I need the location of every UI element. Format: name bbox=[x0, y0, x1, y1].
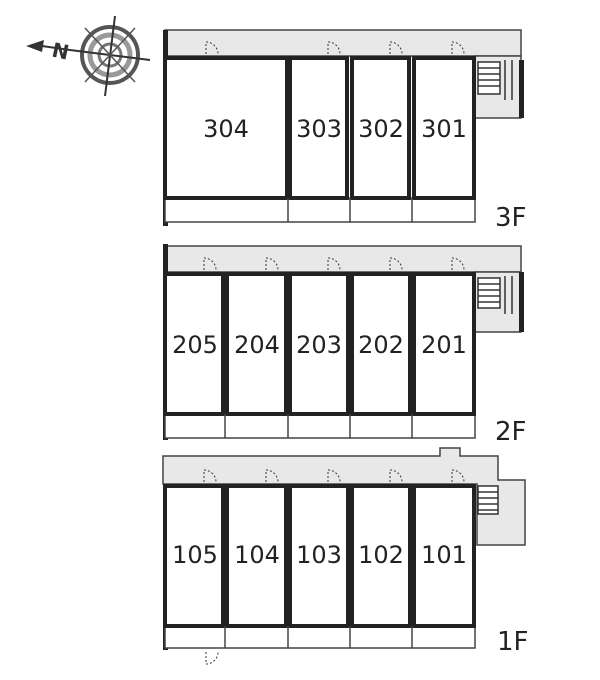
compass-middle-ring bbox=[87, 32, 133, 78]
compass-north-letter: N bbox=[50, 38, 71, 65]
unit-105-room bbox=[163, 484, 225, 628]
floor-3f: 304 303 302 301 3F bbox=[163, 29, 527, 233]
stairs-icon bbox=[477, 60, 513, 100]
stairs-icon bbox=[477, 276, 513, 314]
floor-label-2f: 2F bbox=[495, 417, 527, 447]
balcony-1f bbox=[164, 625, 476, 649]
unit-304-room bbox=[163, 56, 289, 200]
unit-label: 103 bbox=[296, 541, 342, 569]
floor-label-3f: 3F bbox=[495, 203, 527, 233]
unit-204-room bbox=[225, 272, 288, 416]
unit-205-room bbox=[163, 272, 225, 416]
unit-label: 203 bbox=[296, 331, 342, 359]
stairs-icon bbox=[477, 485, 499, 515]
unit-label: 104 bbox=[234, 541, 280, 569]
door-icon bbox=[203, 257, 465, 271]
unit-303-room bbox=[288, 56, 349, 200]
compass-inner-ring bbox=[97, 42, 123, 68]
unit-202-room bbox=[350, 272, 412, 416]
floor-1f: 105 104 103 102 101 1F bbox=[162, 447, 529, 665]
corridor-1f bbox=[162, 447, 526, 546]
unit-label: 303 bbox=[296, 115, 342, 143]
unit-103-room bbox=[288, 484, 350, 628]
compass-outer-ring bbox=[80, 25, 140, 85]
unit-101-room bbox=[412, 484, 476, 628]
balcony-2f bbox=[164, 413, 476, 439]
unit-label: 302 bbox=[358, 115, 404, 143]
corridor-3f bbox=[164, 29, 522, 57]
unit-label: 101 bbox=[421, 541, 467, 569]
floor-label-1f: 1F bbox=[497, 627, 529, 657]
unit-label: 205 bbox=[172, 331, 218, 359]
unit-label: 304 bbox=[203, 115, 249, 143]
unit-label: 201 bbox=[421, 331, 467, 359]
door-icon bbox=[203, 469, 465, 665]
unit-201-room bbox=[412, 272, 476, 416]
unit-label: 105 bbox=[172, 541, 218, 569]
unit-104-room bbox=[225, 484, 288, 628]
unit-label: 102 bbox=[358, 541, 404, 569]
unit-label: 204 bbox=[234, 331, 280, 359]
compass-axis-diag2 bbox=[84, 27, 136, 83]
unit-label: 301 bbox=[421, 115, 467, 143]
unit-302-room bbox=[350, 56, 411, 200]
balcony-3f bbox=[164, 197, 476, 223]
north-arrow-shaft bbox=[41, 45, 71, 51]
north-arrow-icon bbox=[26, 40, 44, 52]
unit-301-room bbox=[412, 56, 476, 200]
unit-label: 202 bbox=[358, 331, 404, 359]
unit-102-room bbox=[350, 484, 412, 628]
floor-2f: 205 204 203 202 201 2F bbox=[163, 244, 527, 447]
stair-wall-2f bbox=[519, 272, 524, 332]
unit-203-room bbox=[288, 272, 350, 416]
compass: N bbox=[26, 15, 151, 97]
corridor-2f bbox=[164, 245, 522, 273]
stair-wall-3f bbox=[519, 60, 524, 118]
door-icon bbox=[205, 41, 465, 55]
